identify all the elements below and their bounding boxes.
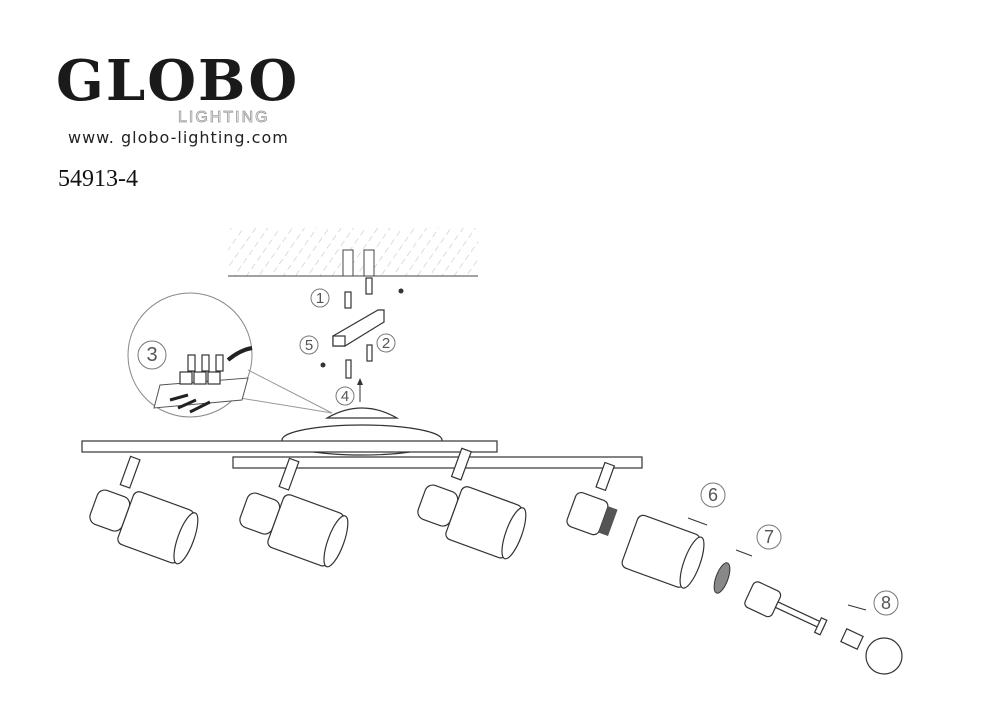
svg-text:5: 5 [305,337,313,354]
svg-text:7: 7 [764,527,774,547]
spotlight-shade [621,514,705,589]
step-6-label: 6 [700,482,726,508]
step-1-label: 1 [310,288,330,308]
step-3-label: 3 [137,340,167,370]
website-url: www. globo-lighting.com [68,128,289,147]
step-7-label: 7 [756,524,782,550]
spotlight-1 [89,455,199,565]
spotlight-3 [417,447,527,560]
rail-back [81,440,498,453]
wiring-detail [127,292,333,418]
step-5-label: 5 [299,335,319,355]
svg-text:1: 1 [316,290,324,307]
model-number: 54913-4 [58,166,138,192]
retaining-ring [713,562,731,594]
spotlight-2 [239,457,349,568]
spotlight-4-head [566,461,618,536]
step-4-label: 4 [335,386,355,406]
logo-brand: GLOBO [56,48,300,114]
lamp-holder [744,581,828,636]
step-8-label: 8 [873,590,899,616]
svg-text:3: 3 [146,344,157,366]
logo-subtitle: LIGHTING [178,109,270,127]
light-bulb [840,628,903,675]
svg-text:4: 4 [341,388,349,405]
mounting-bracket [332,309,385,347]
svg-text:8: 8 [881,593,891,613]
svg-text:6: 6 [708,485,718,505]
ceiling [228,228,478,277]
rail-front [232,456,643,469]
globo-logo: GLOBO LIGHTING www. globo-lighting.com [56,48,328,147]
step-2-label: 2 [376,333,396,353]
svg-text:2: 2 [382,335,390,352]
wall-plugs [320,277,404,379]
